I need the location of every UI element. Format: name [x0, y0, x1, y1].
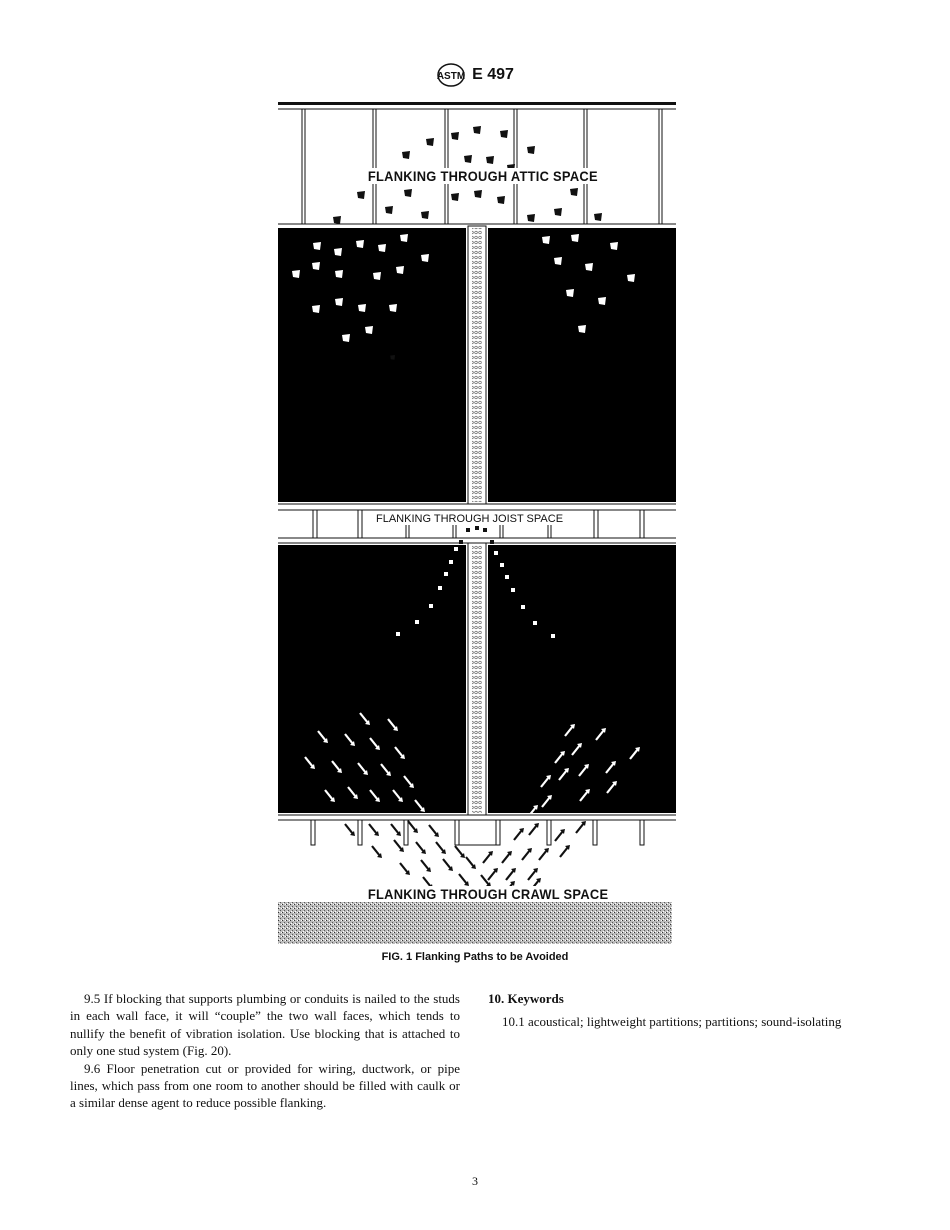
svg-text:ASTM: ASTM	[437, 71, 465, 82]
astm-logo-icon: ASTM	[436, 62, 466, 88]
left-column: 9.5 If blocking that supports plumbing o…	[70, 990, 460, 1112]
paragraph-9-5: 9.5 If blocking that supports plumbing o…	[70, 991, 460, 1059]
page-number: 3	[472, 1174, 478, 1188]
paragraph-9-6: 9.6 Floor penetration cut or provided fo…	[70, 1060, 460, 1111]
label-joist-space: FLANKING THROUGH JOIST SPACE	[374, 513, 566, 525]
section-title-keywords: 10. Keywords	[488, 991, 564, 1006]
figure-caption: FIG. 1 Flanking Paths to be Avoided	[381, 951, 569, 963]
document-id: E 497	[472, 66, 514, 83]
right-column: 10. Keywords 10.1 acoustical; lightweigh…	[488, 990, 878, 1031]
paragraph-10-1: 10.1 acoustical; lightweight partitions;…	[502, 1014, 842, 1030]
page-header: ASTM E 497	[0, 62, 950, 88]
label-crawl-space: FLANKING THROUGH CRAWL SPACE	[366, 886, 611, 902]
label-attic-space: FLANKING THROUGH ATTIC SPACE	[366, 168, 600, 184]
figure-flanking-paths: FLANKING THROUGH ATTIC SPACE FLANKING TH…	[278, 100, 676, 948]
flanking-diagram	[278, 102, 676, 944]
